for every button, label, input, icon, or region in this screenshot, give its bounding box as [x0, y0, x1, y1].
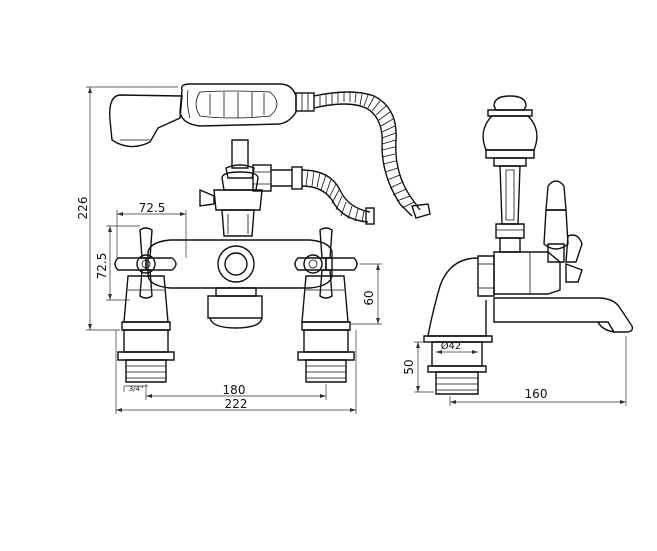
dim-base-height: 50: [402, 359, 416, 374]
dim-height-total: 226: [76, 197, 90, 220]
dim-thread: 3/4": [129, 385, 144, 393]
hose-lower: [252, 164, 375, 225]
front-view: [86, 83, 431, 414]
shower-handset: [109, 83, 315, 148]
side-dimensions: [414, 336, 627, 406]
riser: [199, 139, 263, 237]
front-dimensions: [86, 86, 382, 414]
hose-upper: [313, 91, 431, 219]
dim-spout-height: 60: [362, 290, 376, 305]
dim-handle-height: 72.5: [95, 253, 109, 280]
tap-body: [147, 239, 333, 329]
dim-centers: 180: [223, 383, 246, 397]
dim-overall-width: 222: [225, 397, 248, 411]
left-handle: [114, 227, 177, 383]
dim-base-diameter: Ø42: [441, 340, 462, 352]
right-handle: [294, 227, 358, 383]
dim-reach: 160: [525, 387, 548, 401]
side-view: [414, 95, 634, 406]
dim-handle-span: 72.5: [139, 201, 166, 215]
